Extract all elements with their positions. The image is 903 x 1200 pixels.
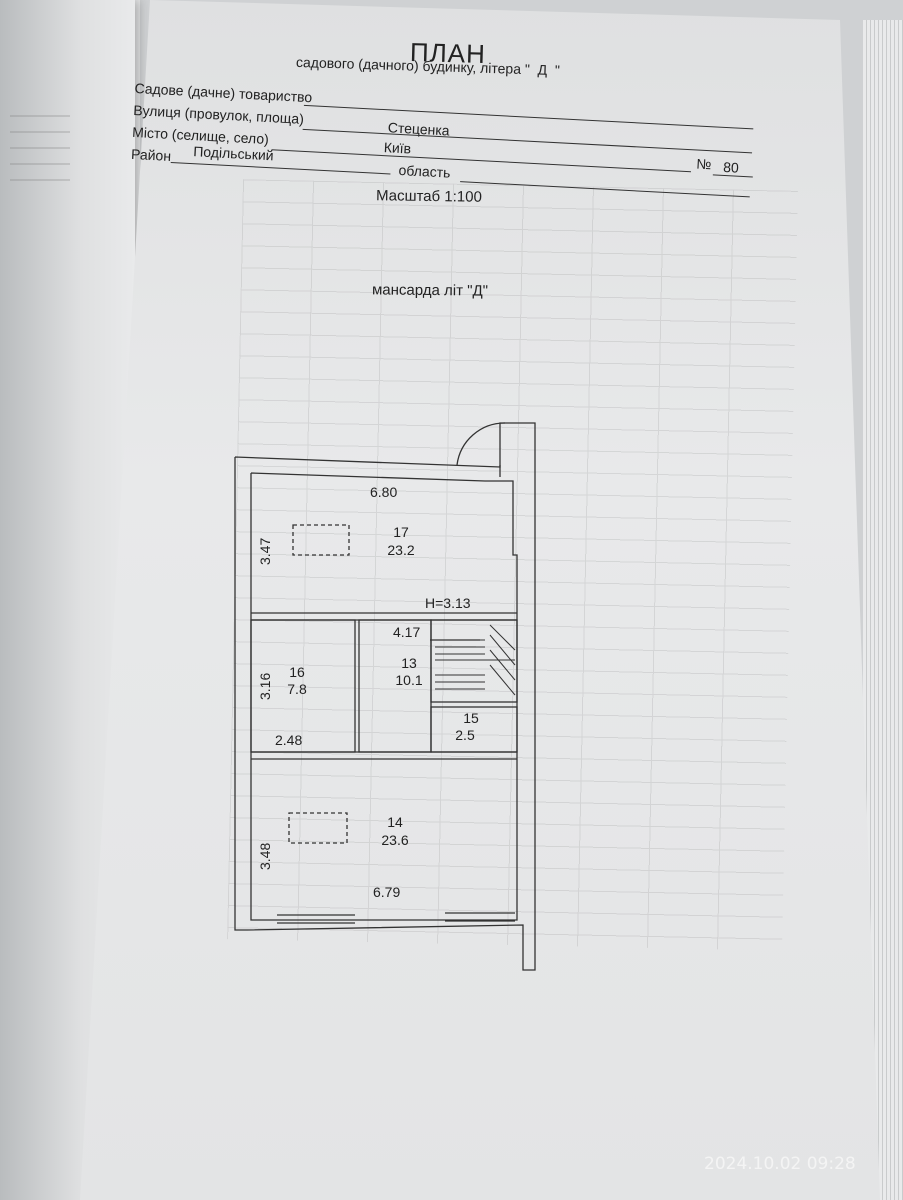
scale-label: Масштаб 1:100 (375, 187, 483, 206)
partnership-label: Садове (дачне) товариство (134, 80, 313, 106)
room-17-depth: 3.47 (257, 538, 273, 565)
region-label: область (398, 161, 451, 181)
district-value: Подільський (192, 143, 275, 164)
room-17-width: 6.80 (370, 484, 397, 500)
city-value: Київ (383, 139, 412, 157)
outer-wall-outline (234, 422, 536, 971)
room-14-width: 6.79 (373, 884, 400, 900)
room-14-number: 14 (387, 814, 403, 830)
room-16-area: 7.8 (287, 681, 307, 697)
room-16-depth: 3.16 (257, 673, 273, 700)
document-subtitle: садового (дачного) будинку, літера " Д " (295, 53, 561, 79)
number-label: № (695, 155, 712, 173)
room-13-number: 13 (401, 655, 417, 671)
room-15-number: 15 (463, 710, 479, 726)
ceiling-height: H=3.13 (425, 595, 471, 611)
floor-plan: 6.80 17 23.2 3.47 H=3.13 4.17 13 10.1 16… (234, 422, 536, 971)
inner-wall-outline (250, 472, 518, 921)
room-17-area: 23.2 (387, 542, 414, 558)
room-16-number: 16 (289, 664, 305, 680)
room-15-area: 2.5 (455, 727, 475, 743)
room-13-area: 10.1 (395, 672, 422, 688)
photo-timestamp: 2024.10.02 09:28 (704, 1154, 856, 1174)
document-page (80, 0, 880, 1200)
room-16-width: 2.48 (275, 732, 302, 748)
room-14-area: 23.6 (381, 832, 408, 848)
room-13-width: 4.17 (393, 624, 420, 640)
number-value: 80 (722, 158, 740, 176)
floor-label: мансарда літ "Д" (371, 281, 489, 300)
street-label: Вулиця (провулок, площа) (133, 101, 305, 127)
door-swing (456, 422, 506, 466)
district-label: Район (130, 145, 172, 164)
room-14-depth: 3.48 (257, 843, 273, 870)
room-17-number: 17 (393, 524, 409, 540)
